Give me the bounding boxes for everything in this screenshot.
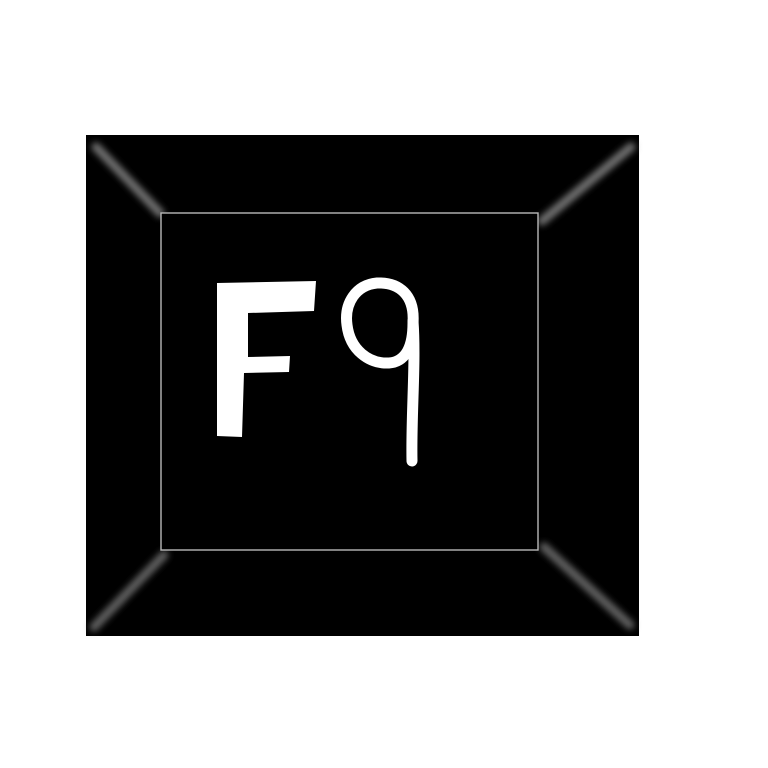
keycap-graphic	[86, 135, 639, 636]
legend-letter-f	[217, 281, 316, 437]
legend-digit-9	[341, 277, 420, 467]
bevel-top-right	[537, 142, 636, 226]
bevel-highlights	[89, 142, 636, 632]
keycap-top-face	[160, 212, 539, 551]
f9-keycap[interactable]: F9	[86, 135, 639, 636]
bevel-bottom-left	[89, 550, 169, 632]
key-legend-glyphs	[217, 281, 316, 437]
bevel-bottom-right	[539, 542, 635, 630]
bevel-top-left	[91, 142, 165, 218]
